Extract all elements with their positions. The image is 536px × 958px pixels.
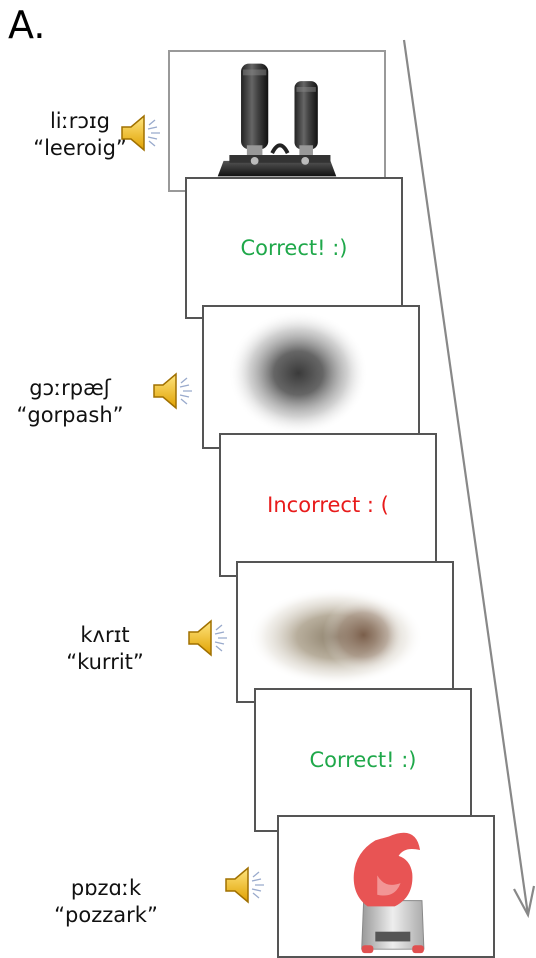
wine-preserver-object-icon [217,63,337,177]
word-label-2: gɔːrpæʃ “gorpash” [0,375,140,429]
feedback-card-3: Correct! :) [254,688,472,832]
ipa-text: gɔːrpæʃ [29,376,111,400]
feedback-text: Correct! :) [309,748,417,772]
stimulus-card-2 [202,305,420,449]
word-label-1: liːrɔɪg “leeroig” [10,108,150,162]
ipa-text: kʌrɪt [80,623,130,647]
feedback-text: Correct! :) [240,236,348,260]
panel-label: A. [8,3,46,47]
feedback-text: Incorrect : ( [267,493,389,517]
speaker-icon[interactable] [118,110,164,156]
blurred-oblong-blob [248,588,424,686]
ipa-text: pɒzɑːk [70,876,142,900]
speaker-icon[interactable] [185,615,231,661]
feedback-card-2: Incorrect : ( [219,433,437,577]
speaker-icon[interactable] [150,368,196,414]
ipa-text: liːrɔɪg [49,109,111,133]
stimulus-card-3 [236,561,454,703]
spelling-text: “kurrit” [66,650,144,674]
stimulus-card-1 [168,50,386,192]
speaker-icon[interactable] [222,862,268,908]
spelling-text: “leeroig” [33,136,127,160]
blurred-dark-blob [228,310,369,436]
spelling-text: “gorpash” [16,403,124,427]
word-label-4: pɒzɑːk “pozzark” [36,875,176,929]
word-label-3: kʌrɪt “kurrit” [35,622,175,676]
feedback-card-1: Correct! :) [185,177,403,319]
red-clip-object-icon [353,832,425,954]
stimulus-card-4 [277,815,495,958]
spelling-text: “pozzark” [54,903,158,927]
